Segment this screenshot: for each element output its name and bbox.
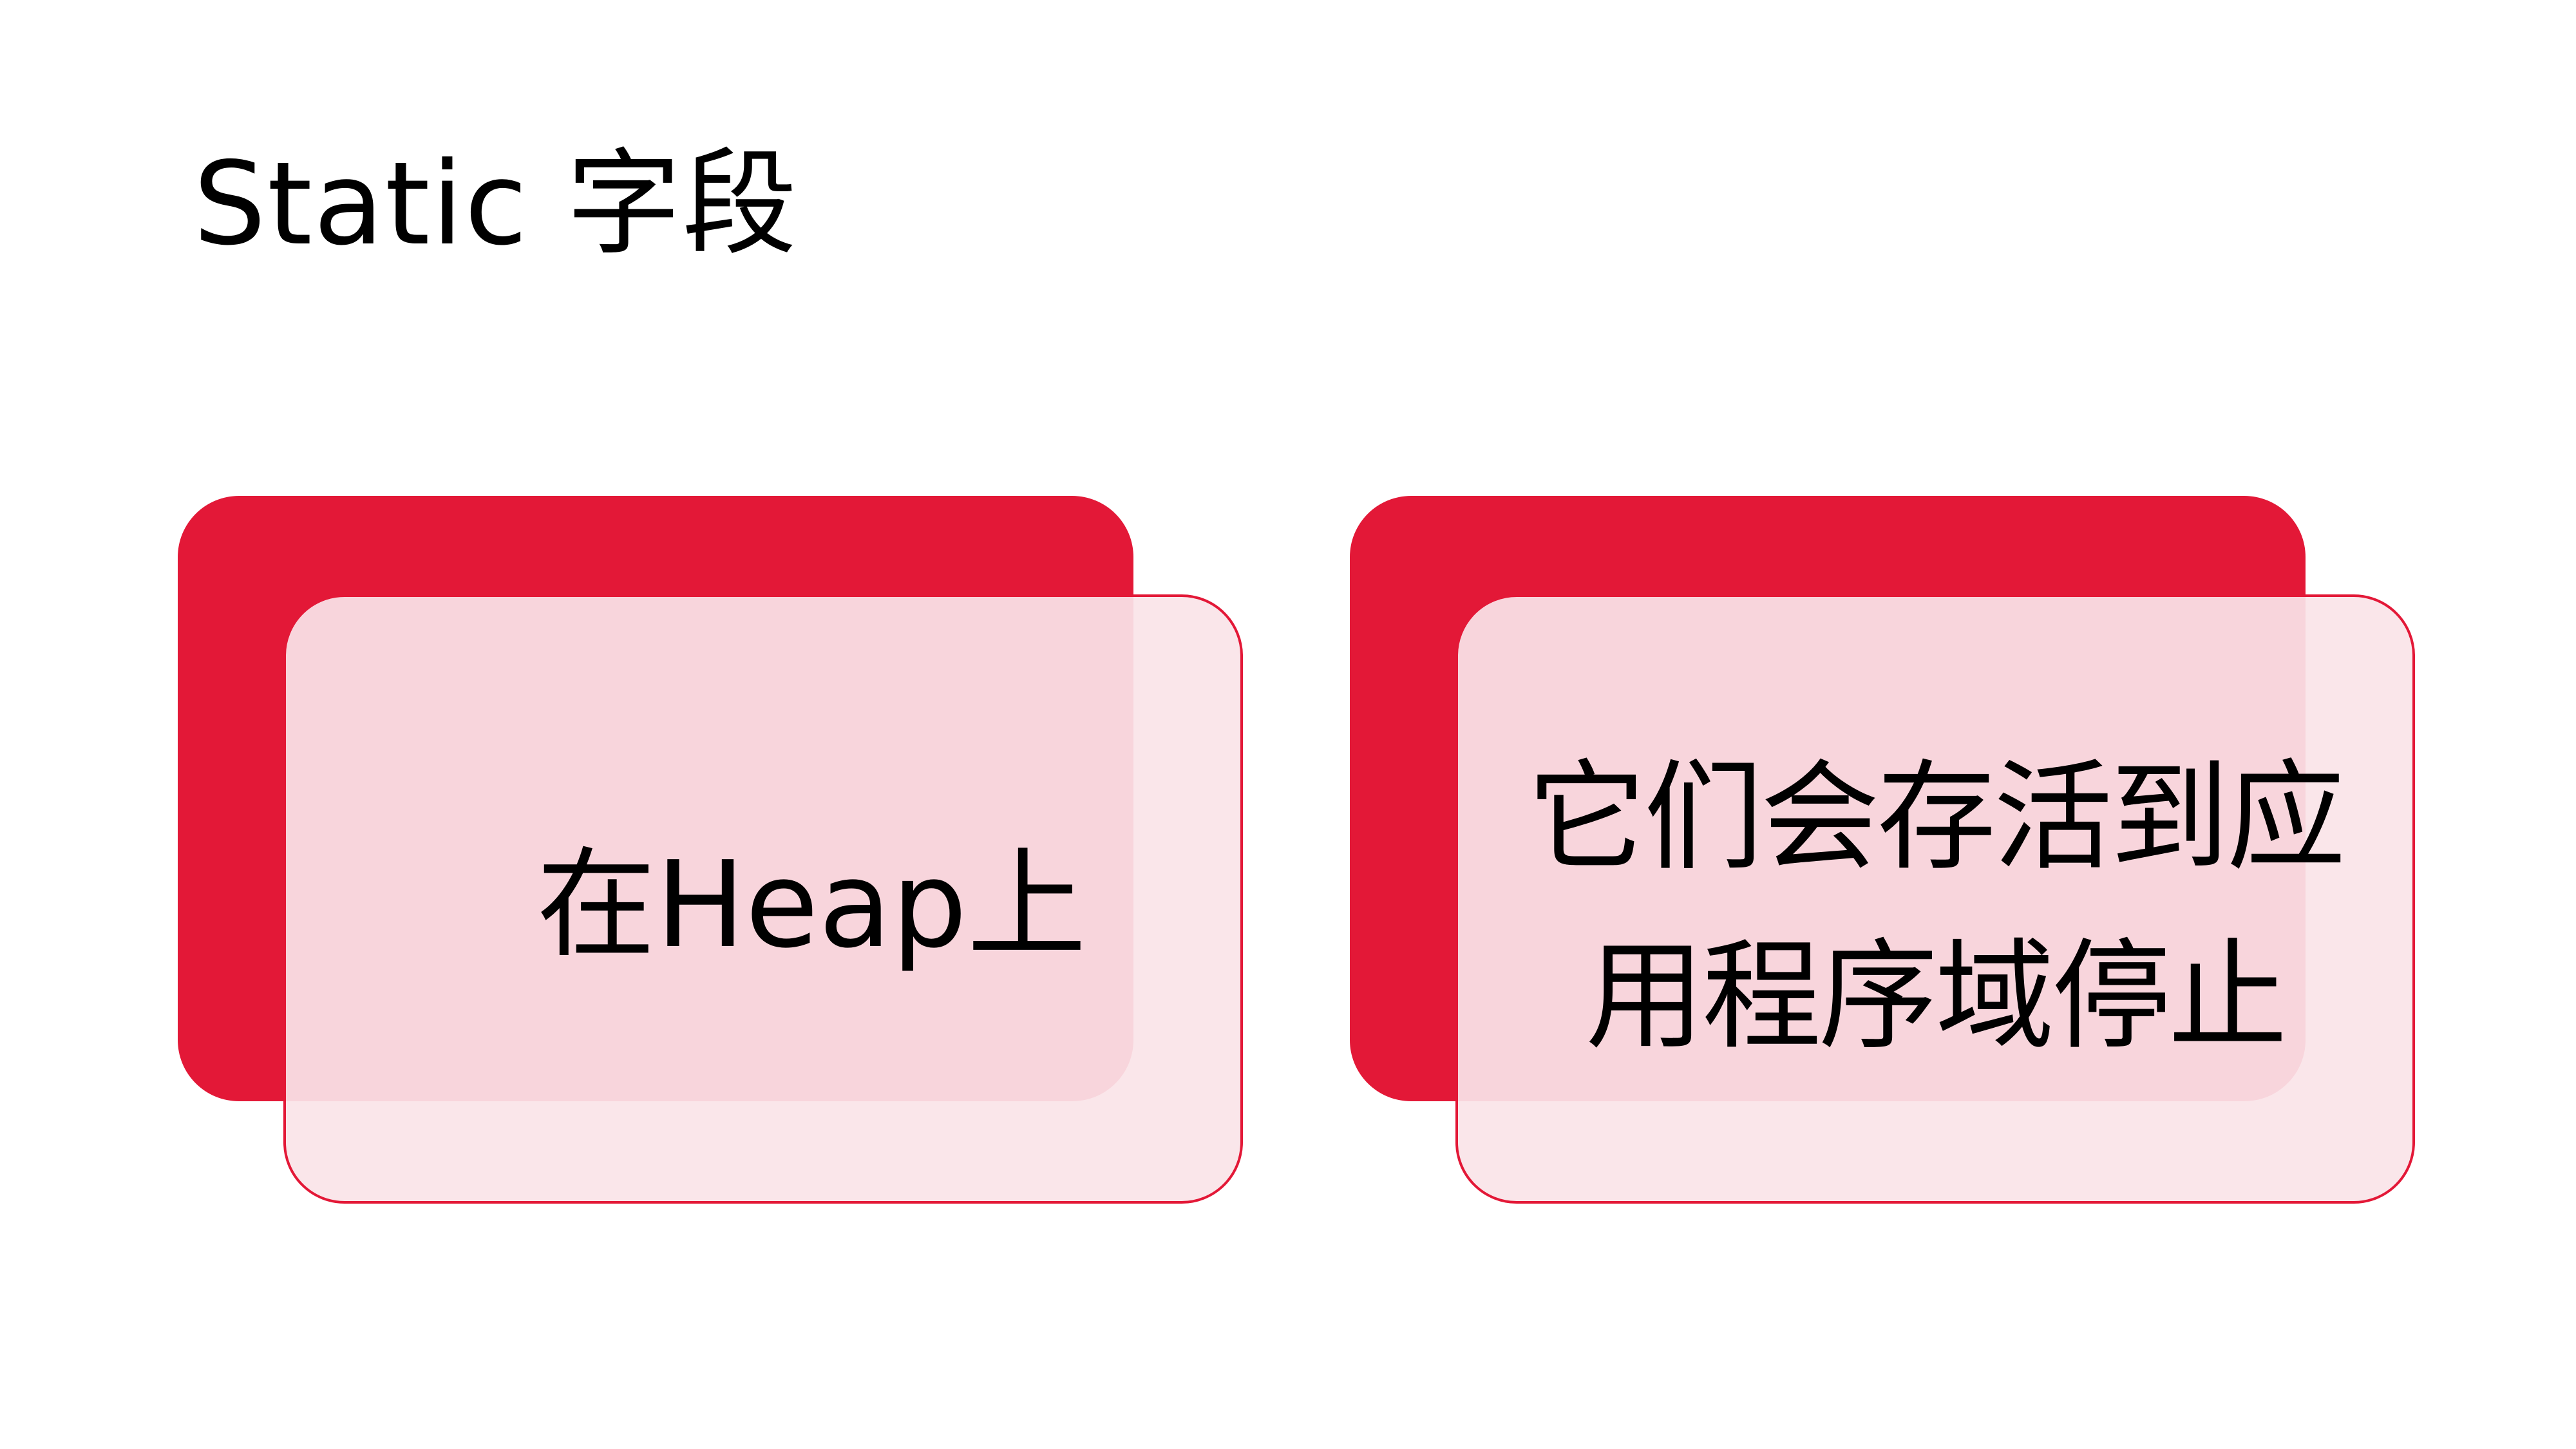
card-2-text: 它们会存活到应用程序域停止 — [1527, 748, 2346, 1066]
card-1: 在Heap上 — [283, 594, 1243, 1204]
card-1-text: 在Heap上 — [536, 835, 1086, 975]
slide-title: Static 字段 — [193, 137, 799, 270]
card-2: 它们会存活到应用程序域停止 — [1455, 594, 2415, 1204]
